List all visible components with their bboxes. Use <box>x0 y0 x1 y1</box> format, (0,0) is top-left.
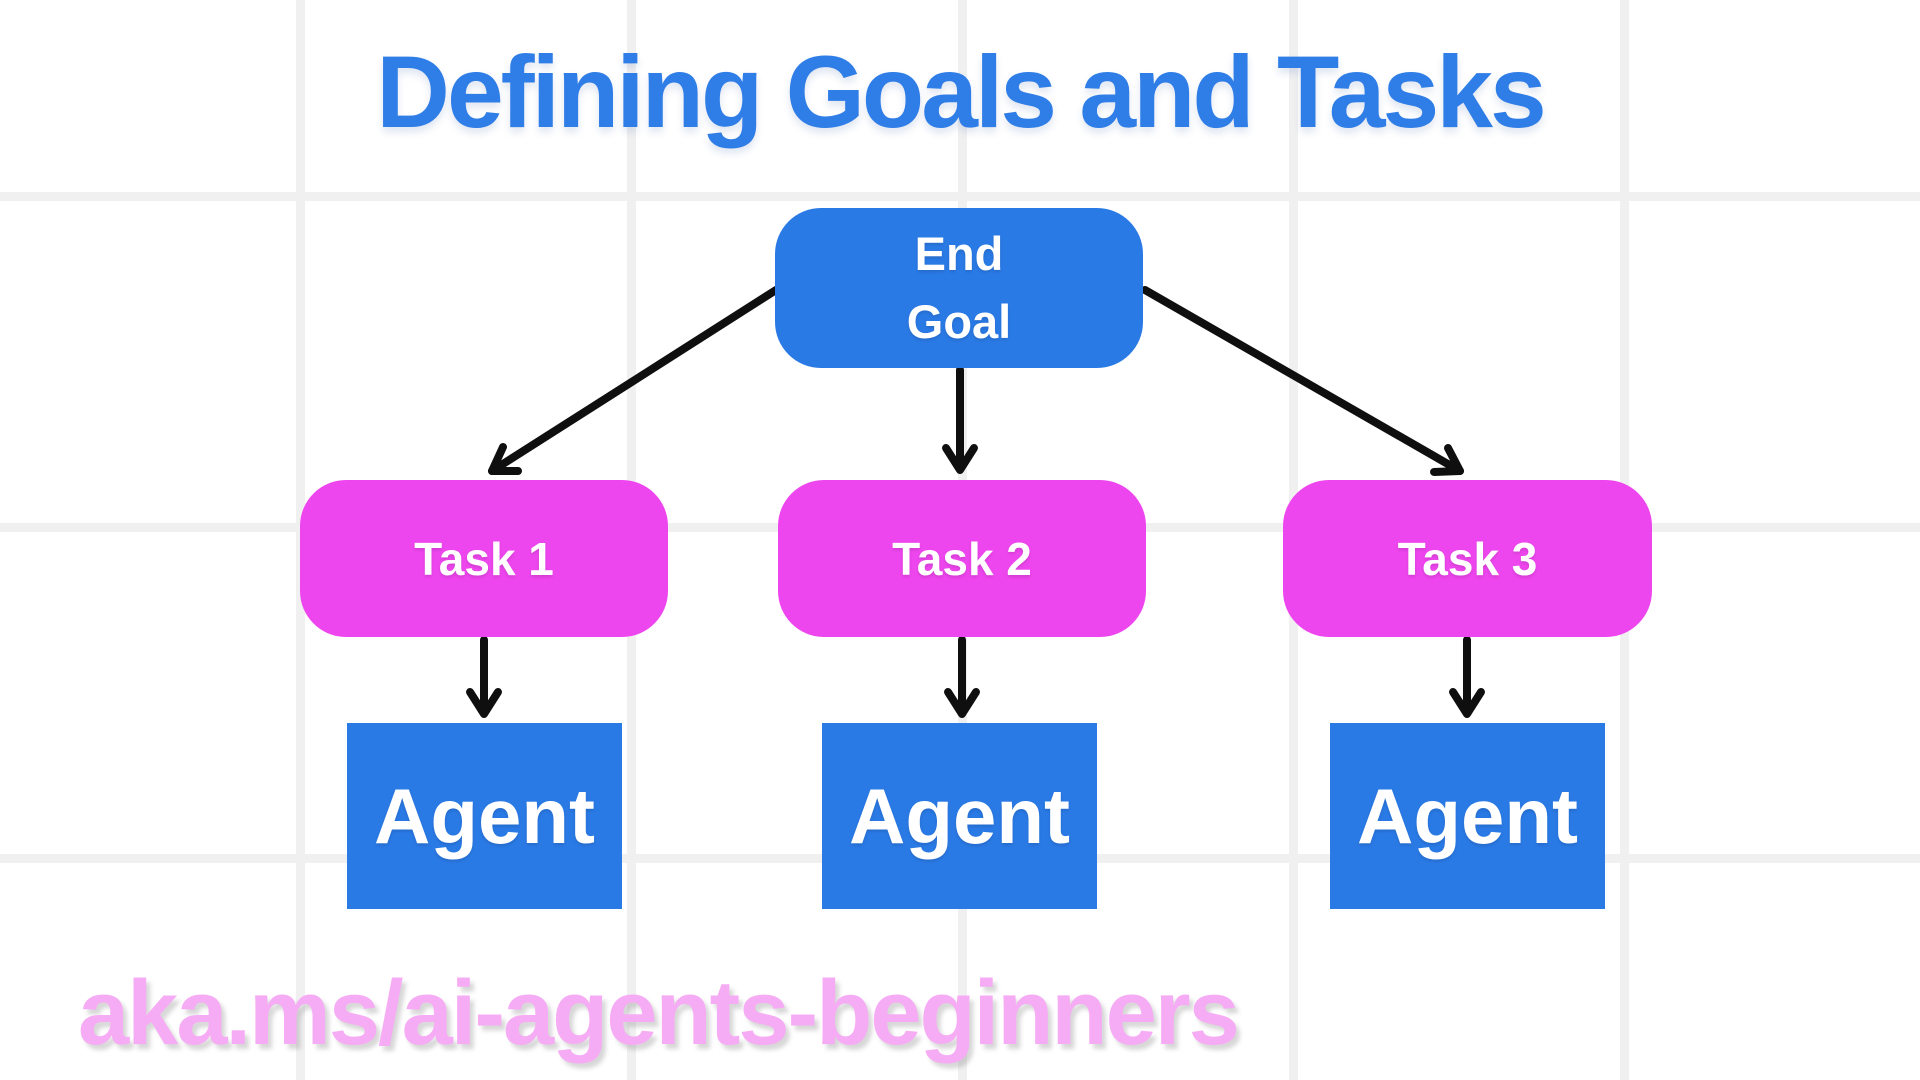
task-2-label: Task 2 <box>892 532 1032 585</box>
arrowhead-icon <box>944 688 980 718</box>
arrow-task2-to-agent2 <box>944 636 980 718</box>
arrowhead-icon <box>942 444 978 474</box>
node-agent-3: Agent <box>1330 723 1605 909</box>
arrow-line <box>1141 286 1464 475</box>
arrowhead-icon <box>1449 688 1485 718</box>
node-end-goal: End Goal <box>775 208 1143 368</box>
node-task-1: Task 1 <box>300 480 668 637</box>
agent-1-label: Agent <box>374 771 595 860</box>
arrow-endgoal-to-task1 <box>488 286 780 475</box>
arrowhead-icon <box>488 443 522 475</box>
end-goal-label-line2: Goal <box>906 295 1012 348</box>
task-3-label: Task 3 <box>1397 532 1538 585</box>
arrowhead-icon <box>466 688 502 718</box>
footer-link: aka.ms/ai-agents-beginners <box>78 961 1240 1064</box>
node-task-3: Task 3 <box>1283 480 1652 637</box>
page-title: Defining Goals and Tasks <box>376 34 1546 149</box>
task-1-label: Task 1 <box>414 532 554 585</box>
agent-3-label: Agent <box>1357 771 1578 860</box>
node-agent-2: Agent <box>822 723 1097 909</box>
end-goal-label-line1: End <box>914 227 1004 280</box>
arrow-task1-to-agent1 <box>466 636 502 718</box>
node-task-2: Task 2 <box>778 480 1146 637</box>
node-agent-1: Agent <box>347 723 622 909</box>
arrow-line <box>488 286 780 475</box>
arrow-task3-to-agent3 <box>1449 636 1485 718</box>
arrowhead-icon <box>1430 444 1464 476</box>
agent-2-label: Agent <box>849 771 1070 860</box>
arrow-endgoal-to-task3 <box>1141 286 1464 476</box>
arrow-endgoal-to-task2 <box>942 366 978 474</box>
